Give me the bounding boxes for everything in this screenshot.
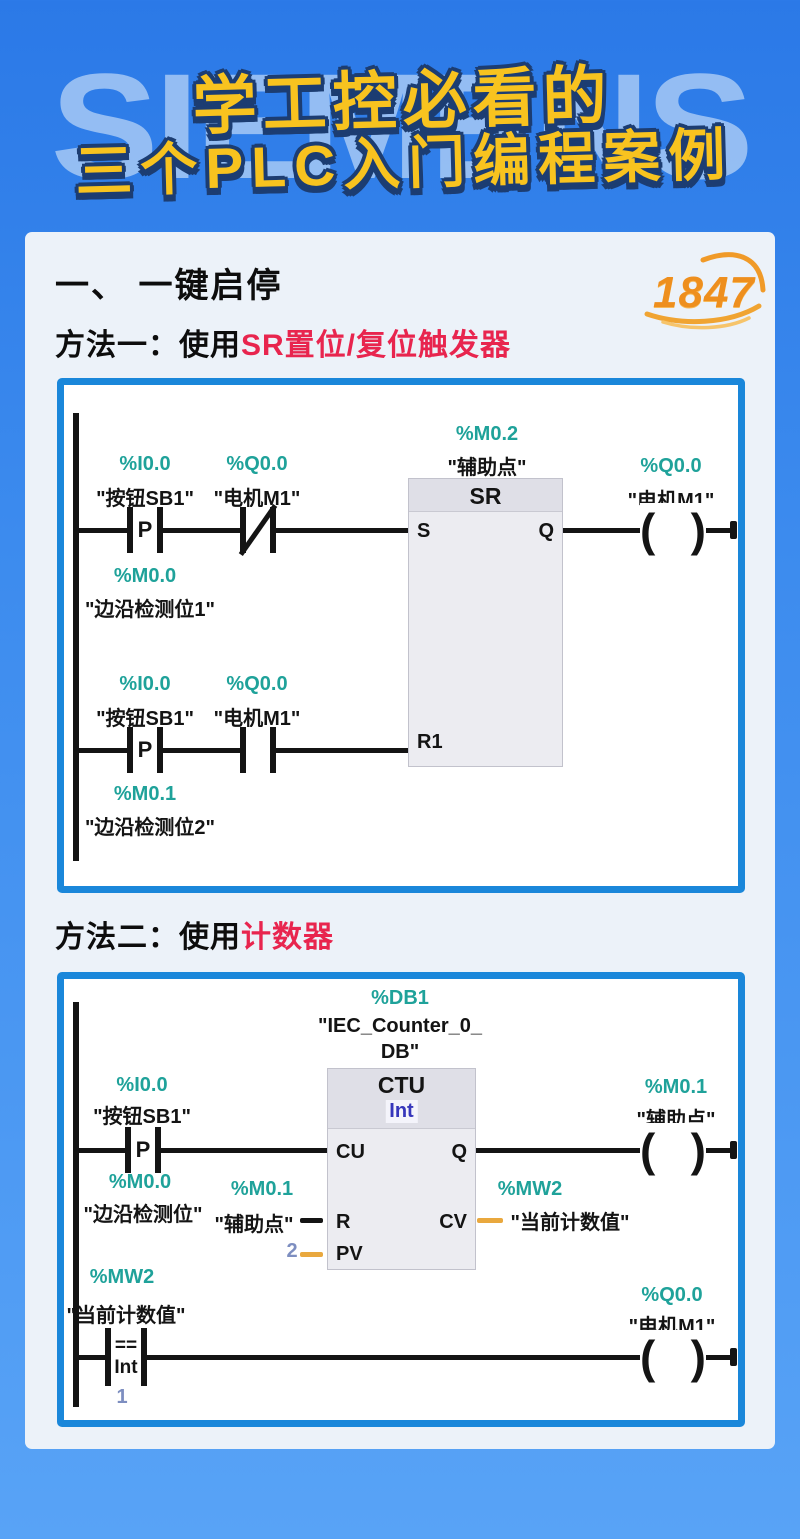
q-coil-rparen: ): [690, 1124, 706, 1176]
r-operand-connector: [300, 1218, 323, 1223]
p-contact2-letter: P: [137, 737, 153, 762]
ctu-rung-line-right: [476, 1148, 735, 1153]
nc-slash: [238, 503, 278, 557]
sr-block-address: %M0.2: [455, 423, 519, 445]
equals-int-comparator: == Int: [105, 1328, 147, 1386]
badge-swoosh-icon: [644, 252, 766, 330]
nc-contact: [238, 503, 278, 557]
ctu-rung-end-tick: [730, 1141, 737, 1159]
section-title: 一、 一键启停: [55, 267, 283, 305]
ctu-contact-label: "按钮SB1": [93, 1106, 191, 1128]
edge-mem-address: %M0.0: [108, 1171, 172, 1193]
ctu-pin-r: R: [336, 1211, 351, 1233]
sr-block-label: "辅助点": [447, 457, 527, 479]
contact1-label: "按钮SB1": [96, 488, 194, 510]
method2-heading: 方法二：使用计数器: [55, 912, 334, 956]
contact3-address: %I0.0: [119, 673, 171, 695]
edge1-label: "边沿检测位1": [84, 599, 216, 621]
contact2-address: %Q0.0: [226, 453, 288, 475]
ctu-pin-q: Q: [451, 1141, 467, 1163]
p-contact3-letter: P: [135, 1137, 151, 1162]
contact4-label: "电机M1": [213, 708, 301, 730]
p-contact-1: P: [127, 507, 163, 553]
sr-pin-q: Q: [538, 520, 554, 542]
p-contact-letter: P: [137, 517, 153, 542]
cv-connector: [477, 1218, 503, 1223]
r-operand-address: %M0.1: [230, 1178, 294, 1200]
motor-output-coil: (): [640, 1330, 706, 1384]
ladder-diagram-ctu: %DB1 "IEC_Counter_0_ DB" %I0.0 "按钮SB1" P…: [57, 972, 745, 1427]
db-name-line2: DB": [380, 1041, 420, 1063]
cmp-type: Int: [114, 1357, 138, 1378]
pv-value: 2: [286, 1240, 298, 1262]
motor-coil-address: %Q0.0: [641, 1284, 703, 1306]
cv-operand-address: %MW2: [497, 1178, 563, 1200]
ladder-diagram-sr: %I0.0 "按钮SB1" P %Q0.0 "电机M1" %M0.2 "辅助点"…: [57, 378, 745, 893]
motor-coil-lparen: (: [640, 1331, 656, 1383]
q-coil-lparen: (: [640, 1124, 656, 1176]
edge2-label: "边沿检测位2": [84, 817, 216, 839]
ctu-block-type: Int: [385, 1100, 418, 1123]
method1-heading: 方法一：使用SR置位/复位触发器: [55, 320, 511, 364]
cmp-operand-label: "当前计数值": [66, 1305, 186, 1327]
cv-operand-label: "当前计数值": [510, 1212, 630, 1234]
method1-prefix: 方法一：使用: [55, 329, 241, 362]
coil-lparen: (: [640, 504, 656, 556]
cmp-rung-end-tick: [730, 1348, 737, 1366]
rung1-end-tick: [730, 521, 737, 539]
ctu-rung-line-left: [73, 1148, 327, 1153]
db-address: %DB1: [371, 987, 429, 1009]
contact3-label: "按钮SB1": [96, 708, 194, 730]
edge2-address: %M0.1: [113, 783, 177, 805]
sr-block-title: SR: [469, 483, 502, 509]
edge1-address: %M0.0: [113, 565, 177, 587]
cmp-rung-line: [73, 1355, 735, 1360]
badge-text: 1847: [653, 268, 755, 317]
ctu-block: CTU Int CU Q R PV CV: [327, 1068, 476, 1270]
p-contact-3: P: [125, 1127, 161, 1173]
q-output-coil: (): [640, 1123, 706, 1177]
method1-highlight: SR置位/复位触发器: [241, 329, 512, 362]
r-operand-label: "辅助点": [214, 1214, 294, 1236]
contact4-address: %Q0.0: [226, 673, 288, 695]
badge-1847: 1847: [637, 248, 771, 332]
sr-block: SR S Q R1: [408, 478, 563, 767]
edge-mem-label: "边沿检测位": [83, 1204, 203, 1226]
power-rail-2: [73, 1002, 79, 1407]
power-rail: [73, 413, 79, 861]
ctu-pin-cu: CU: [336, 1141, 365, 1163]
sr-pin-s: S: [417, 520, 431, 542]
cmp-operator: ==: [114, 1335, 138, 1357]
ctu-pin-cv: CV: [439, 1211, 467, 1233]
coil-rparen: ): [690, 504, 706, 556]
siemens-watermark: SIEMENS: [50, 42, 754, 210]
db-name-line1: "IEC_Counter_0_: [318, 1015, 482, 1037]
method2-prefix: 方法二：使用: [55, 921, 241, 954]
ctu-pin-pv: PV: [336, 1243, 363, 1265]
coil-address: %Q0.0: [640, 455, 702, 477]
pv-connector: [300, 1252, 323, 1257]
ctu-block-title: CTU: [377, 1072, 426, 1098]
no-contact: [240, 727, 276, 773]
motor-coil-rparen: ): [690, 1331, 706, 1383]
cmp-operand-address: %MW2: [89, 1266, 155, 1288]
content-card: 一、 一键启停 1847 方法一：使用SR置位/复位触发器 %I0.0 "按钮S…: [25, 232, 775, 1449]
output-coil: (): [640, 503, 706, 557]
contact1-address: %I0.0: [119, 453, 171, 475]
q-coil-address: %M0.1: [644, 1076, 708, 1098]
poster-title: 学工控必看的 三个PLC入门编程案例: [0, 0, 800, 204]
ctu-contact-address: %I0.0: [116, 1074, 168, 1096]
cmp-value: 1: [116, 1386, 128, 1408]
sr-block-header: [409, 479, 562, 512]
sr-pin-r1: R1: [417, 731, 443, 753]
method2-highlight: 计数器: [241, 921, 334, 954]
p-contact-2: P: [127, 727, 163, 773]
contact2-label: "电机M1": [213, 488, 301, 510]
